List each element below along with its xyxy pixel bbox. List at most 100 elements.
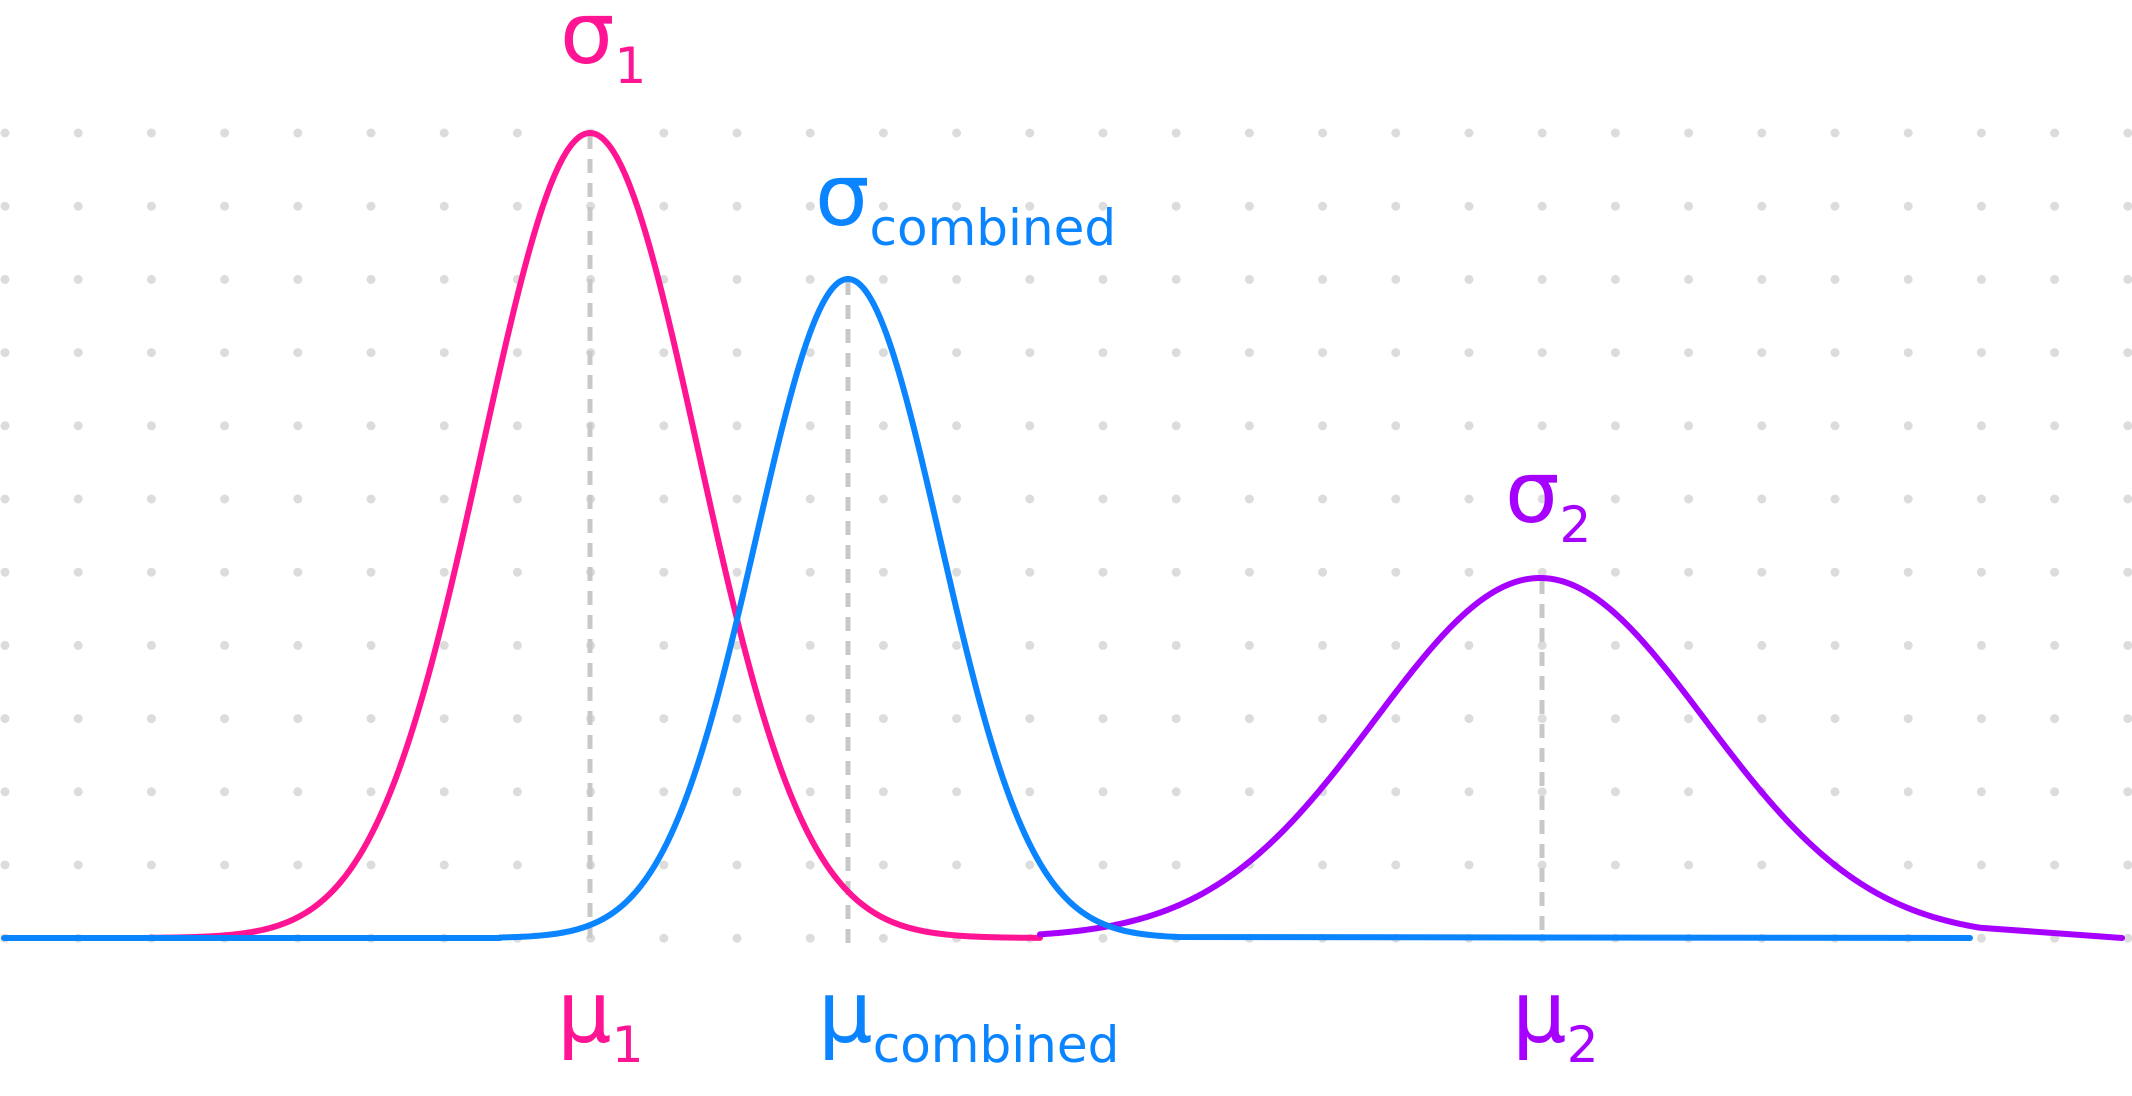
grid-dot	[1684, 421, 1694, 431]
grid-dot	[220, 128, 230, 138]
grid-dot	[878, 274, 888, 284]
grid-dot	[878, 714, 888, 724]
grid-dot	[1610, 787, 1620, 797]
grid-dot	[952, 494, 962, 504]
grid-dot	[1025, 567, 1035, 577]
grid-dot	[1391, 567, 1401, 577]
grid-dot	[1464, 128, 1474, 138]
grid-dot	[1171, 494, 1181, 504]
grid-dot	[0, 567, 10, 577]
grid-dot	[1171, 201, 1181, 211]
grid-dot	[952, 274, 962, 284]
sigma-label-combined: σcombined	[815, 146, 1116, 257]
grid-dot	[0, 348, 10, 358]
grid-dot	[220, 714, 230, 724]
grid-dot	[220, 201, 230, 211]
grid-dot	[659, 933, 669, 943]
grid-dot	[732, 348, 742, 358]
grid-dot	[952, 201, 962, 211]
grid-dot	[659, 567, 669, 577]
grid-dot	[1171, 860, 1181, 870]
grid-dot	[512, 421, 522, 431]
grid-dot	[0, 787, 10, 797]
grid-dot	[73, 128, 83, 138]
grid-dot	[1537, 787, 1547, 797]
grid-dot	[1903, 787, 1913, 797]
grid-dot	[293, 348, 303, 358]
grid-dot	[512, 714, 522, 724]
grid-dot	[439, 274, 449, 284]
mu-symbol-combined: μ	[818, 963, 873, 1063]
grid-dot	[1903, 567, 1913, 577]
grid-dot	[1830, 567, 1840, 577]
curve-dist2	[1037, 575, 2125, 941]
grid-dot	[1684, 128, 1694, 138]
grid-dot	[1464, 494, 1474, 504]
grid-dot	[2123, 933, 2132, 943]
grid-dot	[1830, 201, 1840, 211]
grid-dot	[732, 933, 742, 943]
grid-dot	[732, 860, 742, 870]
sigma-label-dist2: σ2	[1505, 443, 1591, 554]
mu-label-combined: μcombined	[818, 963, 1119, 1074]
grid-dot	[1757, 201, 1767, 211]
grid-dot	[1391, 714, 1401, 724]
grid-dot	[805, 787, 815, 797]
grid-dot	[1757, 567, 1767, 577]
grid-dot	[1025, 640, 1035, 650]
grid-dot	[1830, 787, 1840, 797]
grid-dot	[1391, 348, 1401, 358]
grid-dot	[2123, 787, 2132, 797]
grid-dot	[1976, 421, 1986, 431]
grid-dot	[878, 640, 888, 650]
grid-dot	[439, 640, 449, 650]
grid-dot	[1757, 640, 1767, 650]
grid-dot	[1830, 274, 1840, 284]
grid-dot	[732, 787, 742, 797]
grid-dot	[1464, 714, 1474, 724]
grid-dot	[1025, 714, 1035, 724]
grid-dot	[1537, 421, 1547, 431]
grid-dot	[732, 128, 742, 138]
grid-dot	[805, 348, 815, 358]
grid-dot	[1903, 128, 1913, 138]
grid-dot	[293, 714, 303, 724]
grid-dot	[1684, 714, 1694, 724]
grid-dot	[146, 274, 156, 284]
curve-combined	[1, 276, 1973, 941]
grid-dot	[512, 640, 522, 650]
grid-dot	[512, 787, 522, 797]
grid-dot	[952, 787, 962, 797]
grid-dot	[1830, 421, 1840, 431]
grid-dot	[73, 421, 83, 431]
grid-dot	[1537, 714, 1547, 724]
grid-dot	[220, 348, 230, 358]
grid-dot	[1684, 274, 1694, 284]
grid-dot	[1757, 421, 1767, 431]
grid-dot	[293, 201, 303, 211]
grid-dot	[732, 714, 742, 724]
grid-dot	[1098, 933, 1108, 943]
grid-dot	[1976, 274, 1986, 284]
grid-dot	[1098, 640, 1108, 650]
grid-dot	[1171, 274, 1181, 284]
grid-dot	[366, 494, 376, 504]
grid-dot	[0, 421, 10, 431]
grid-dot	[1830, 640, 1840, 650]
grid-dot	[1171, 421, 1181, 431]
grid-dot	[805, 201, 815, 211]
grid-dot	[1244, 128, 1254, 138]
grid-dot	[2123, 201, 2132, 211]
grid-dot	[146, 567, 156, 577]
grid-dot	[1464, 201, 1474, 211]
grid-dot	[2050, 714, 2060, 724]
grid-dot	[1464, 567, 1474, 577]
grid-dot	[366, 567, 376, 577]
grid-dot	[952, 640, 962, 650]
grid-dot	[1098, 567, 1108, 577]
grid-dot	[439, 567, 449, 577]
grid-dot	[1684, 567, 1694, 577]
grid-dot	[73, 860, 83, 870]
grid-dot	[439, 348, 449, 358]
grid-dot	[366, 714, 376, 724]
